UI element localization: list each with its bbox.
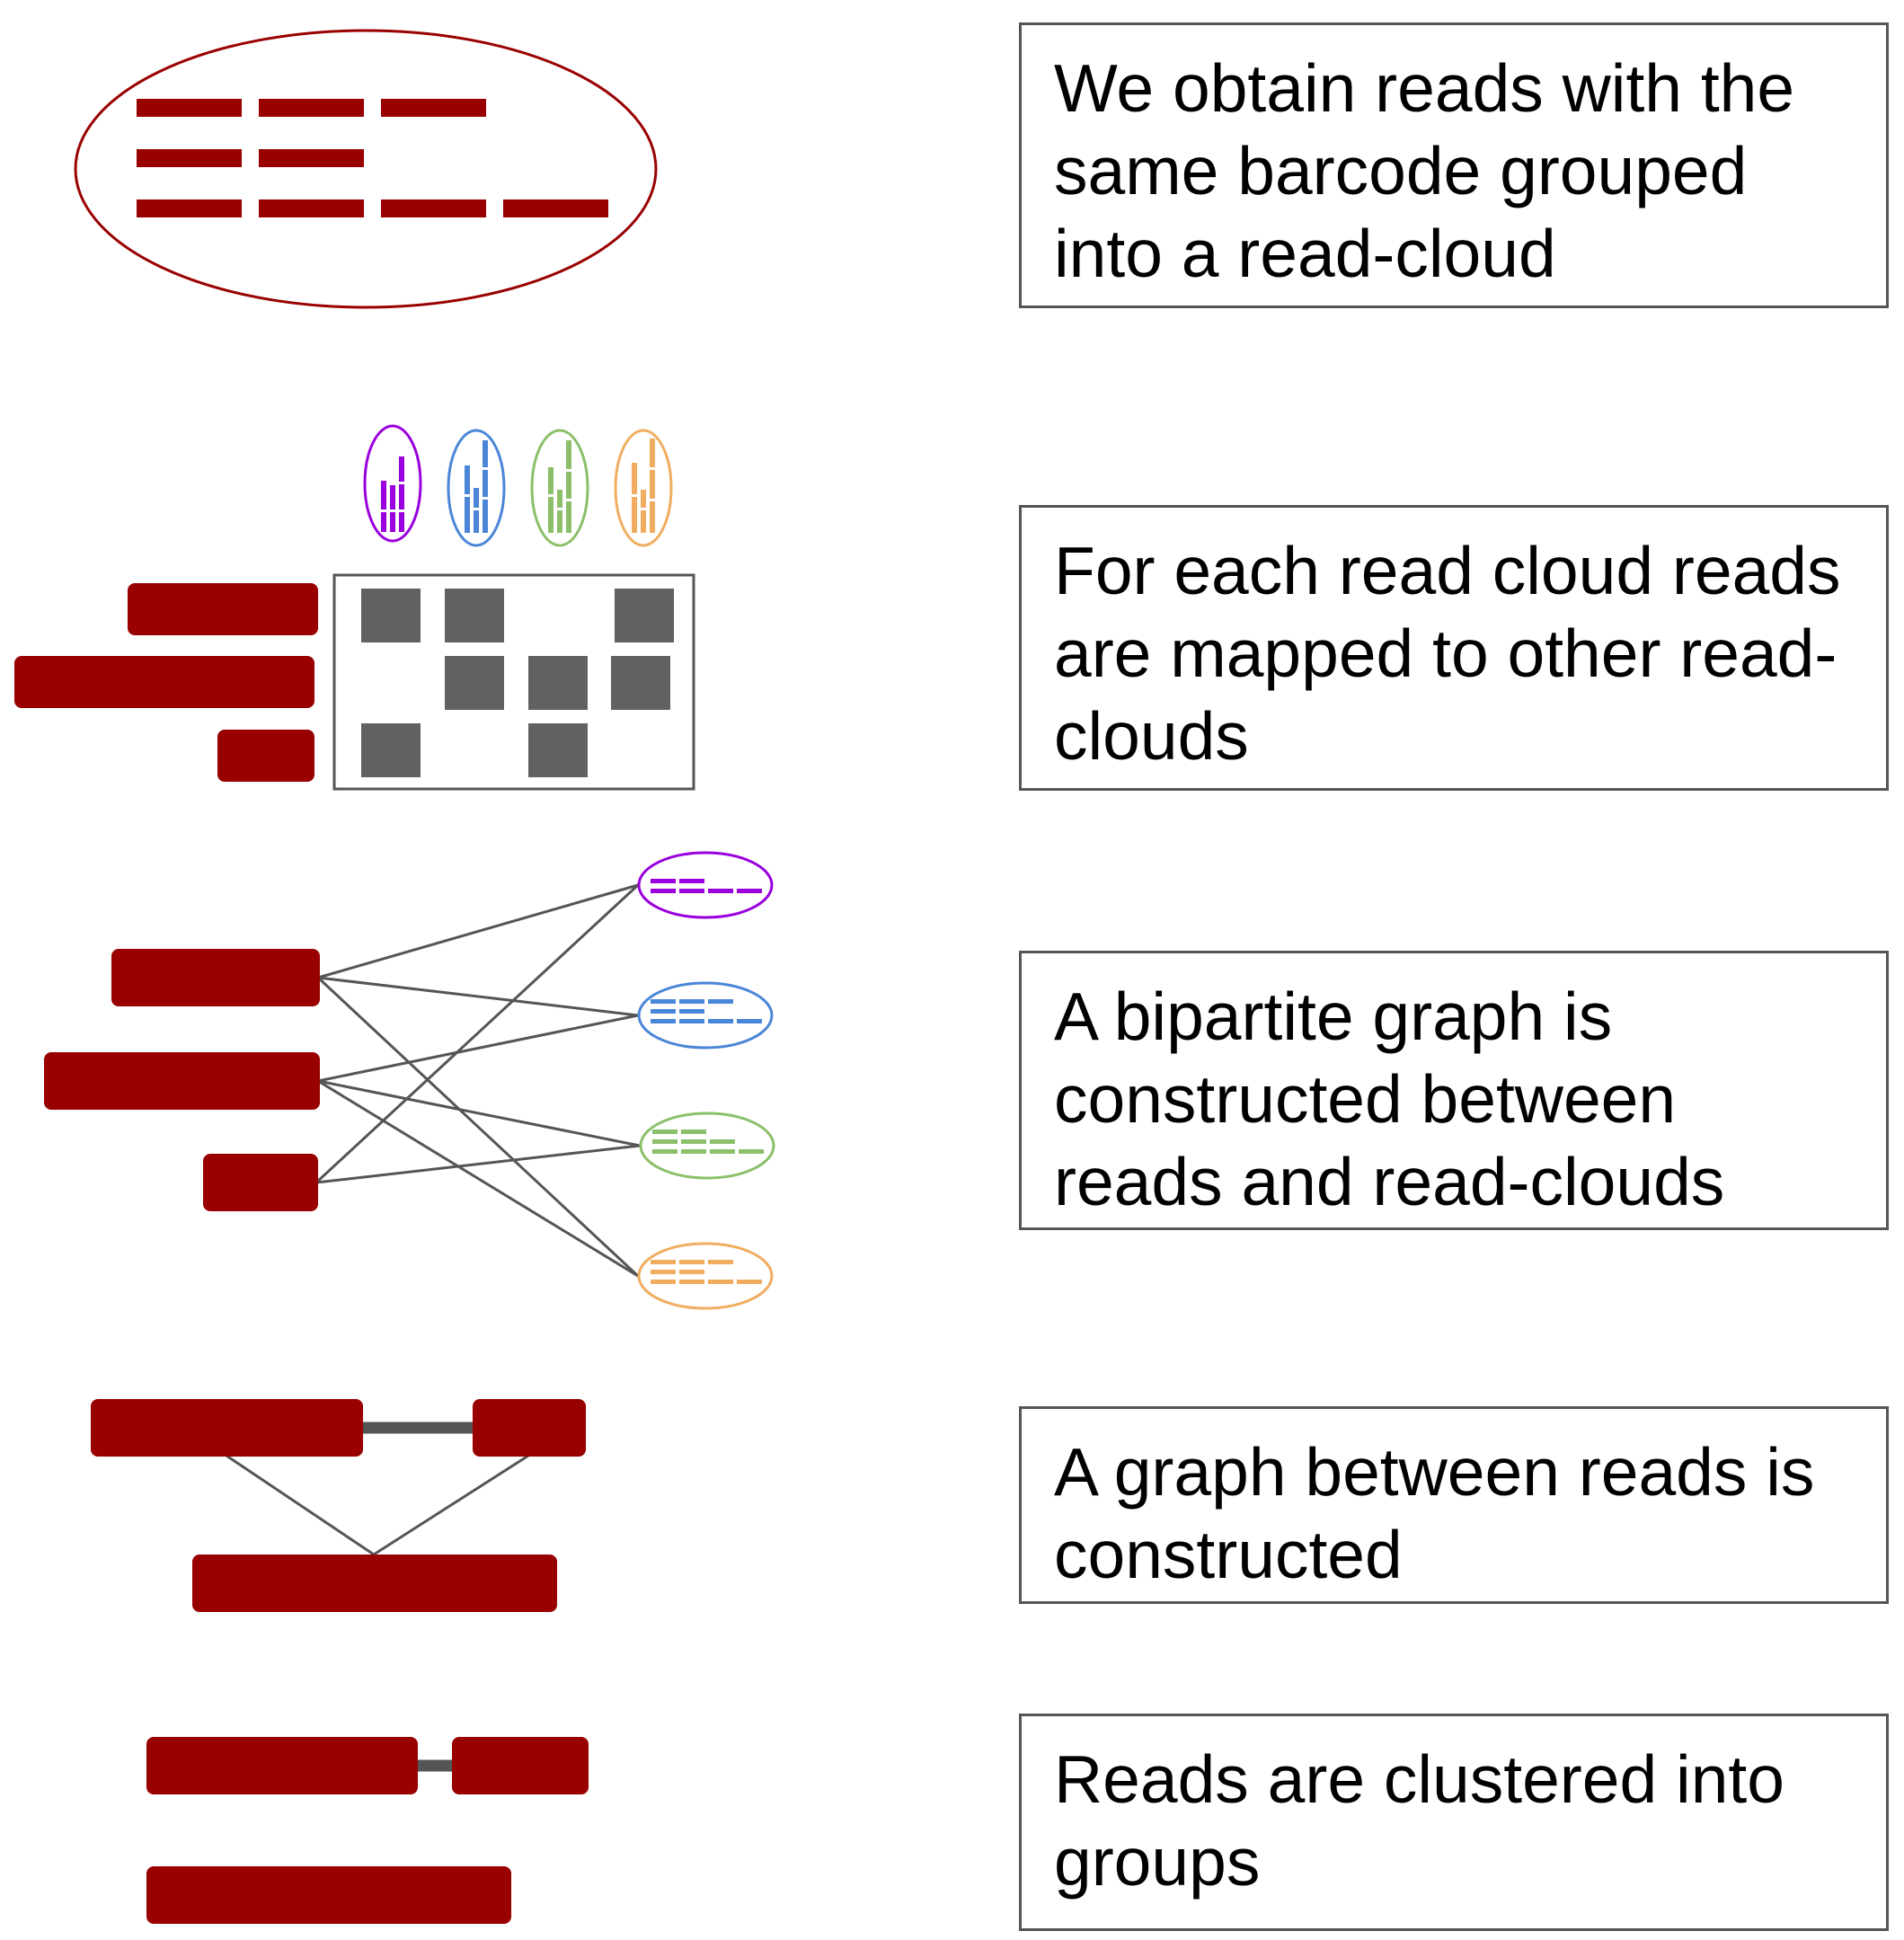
matrix-hits — [361, 589, 674, 777]
short-read — [381, 199, 486, 217]
read-node — [44, 1052, 320, 1110]
stage-5-clusters — [146, 1737, 589, 1924]
short-read — [381, 99, 486, 117]
short-read — [259, 149, 364, 167]
read-graph-edges — [226, 1422, 529, 1556]
step-3-description: A bipartite graph is constructed between… — [1019, 951, 1889, 1230]
short-read — [259, 99, 364, 117]
read-node — [91, 1399, 363, 1457]
step-4-text: A graph between reads is constructed — [1054, 1434, 1815, 1592]
short-read — [137, 149, 242, 167]
small-read-cloud-purple — [363, 424, 422, 543]
graph-reads — [44, 949, 320, 1211]
read-node — [203, 1154, 318, 1211]
step-3-text: A bipartite graph is constructed between… — [1054, 979, 1725, 1219]
read — [217, 730, 314, 782]
small-read-cloud-blue — [447, 429, 506, 547]
step-4-description: A graph between reads is constructed — [1019, 1406, 1889, 1604]
stage-1-read-cloud — [74, 29, 658, 309]
read — [452, 1737, 589, 1794]
step-2-description: For each read cloud reads are mapped to … — [1019, 505, 1889, 791]
step-1-text: We obtain reads with the same barcode gr… — [1054, 50, 1795, 291]
small-read-cloud-orange — [614, 429, 673, 547]
step-1-description: We obtain reads with the same barcode gr… — [1019, 22, 1889, 308]
read — [128, 583, 318, 635]
cluster-reads — [146, 1737, 589, 1924]
read — [14, 656, 314, 708]
read-cloud-node-green — [639, 1112, 775, 1180]
short-read — [137, 199, 242, 217]
read-node — [111, 949, 320, 1006]
read-node — [473, 1399, 586, 1457]
mapping-matrix — [332, 573, 695, 791]
read-graph-nodes — [91, 1399, 586, 1612]
short-read — [259, 199, 364, 217]
read — [146, 1737, 418, 1794]
step-2-text: For each read cloud reads are mapped to … — [1054, 533, 1841, 774]
short-read — [137, 99, 242, 117]
step-5-description: Reads are clustered into groups — [1019, 1714, 1889, 1931]
read — [146, 1866, 511, 1924]
small-read-cloud-green — [530, 429, 589, 547]
stage-4-read-graph — [91, 1399, 586, 1612]
step-5-text: Reads are clustered into groups — [1054, 1741, 1784, 1900]
query-reads — [14, 583, 318, 782]
bipartite-edges — [314, 883, 641, 1278]
read-cloud-outline — [74, 29, 658, 309]
stage-2-mapping — [14, 424, 695, 791]
read-cloud-node-orange — [637, 1242, 774, 1310]
read-cloud-node-blue — [637, 981, 774, 1050]
stage-3-bipartite-graph — [44, 851, 775, 1310]
read-node — [192, 1555, 557, 1612]
read-cloud-node-purple — [637, 851, 774, 919]
short-read — [503, 199, 608, 217]
barcoded-reads — [137, 99, 608, 217]
